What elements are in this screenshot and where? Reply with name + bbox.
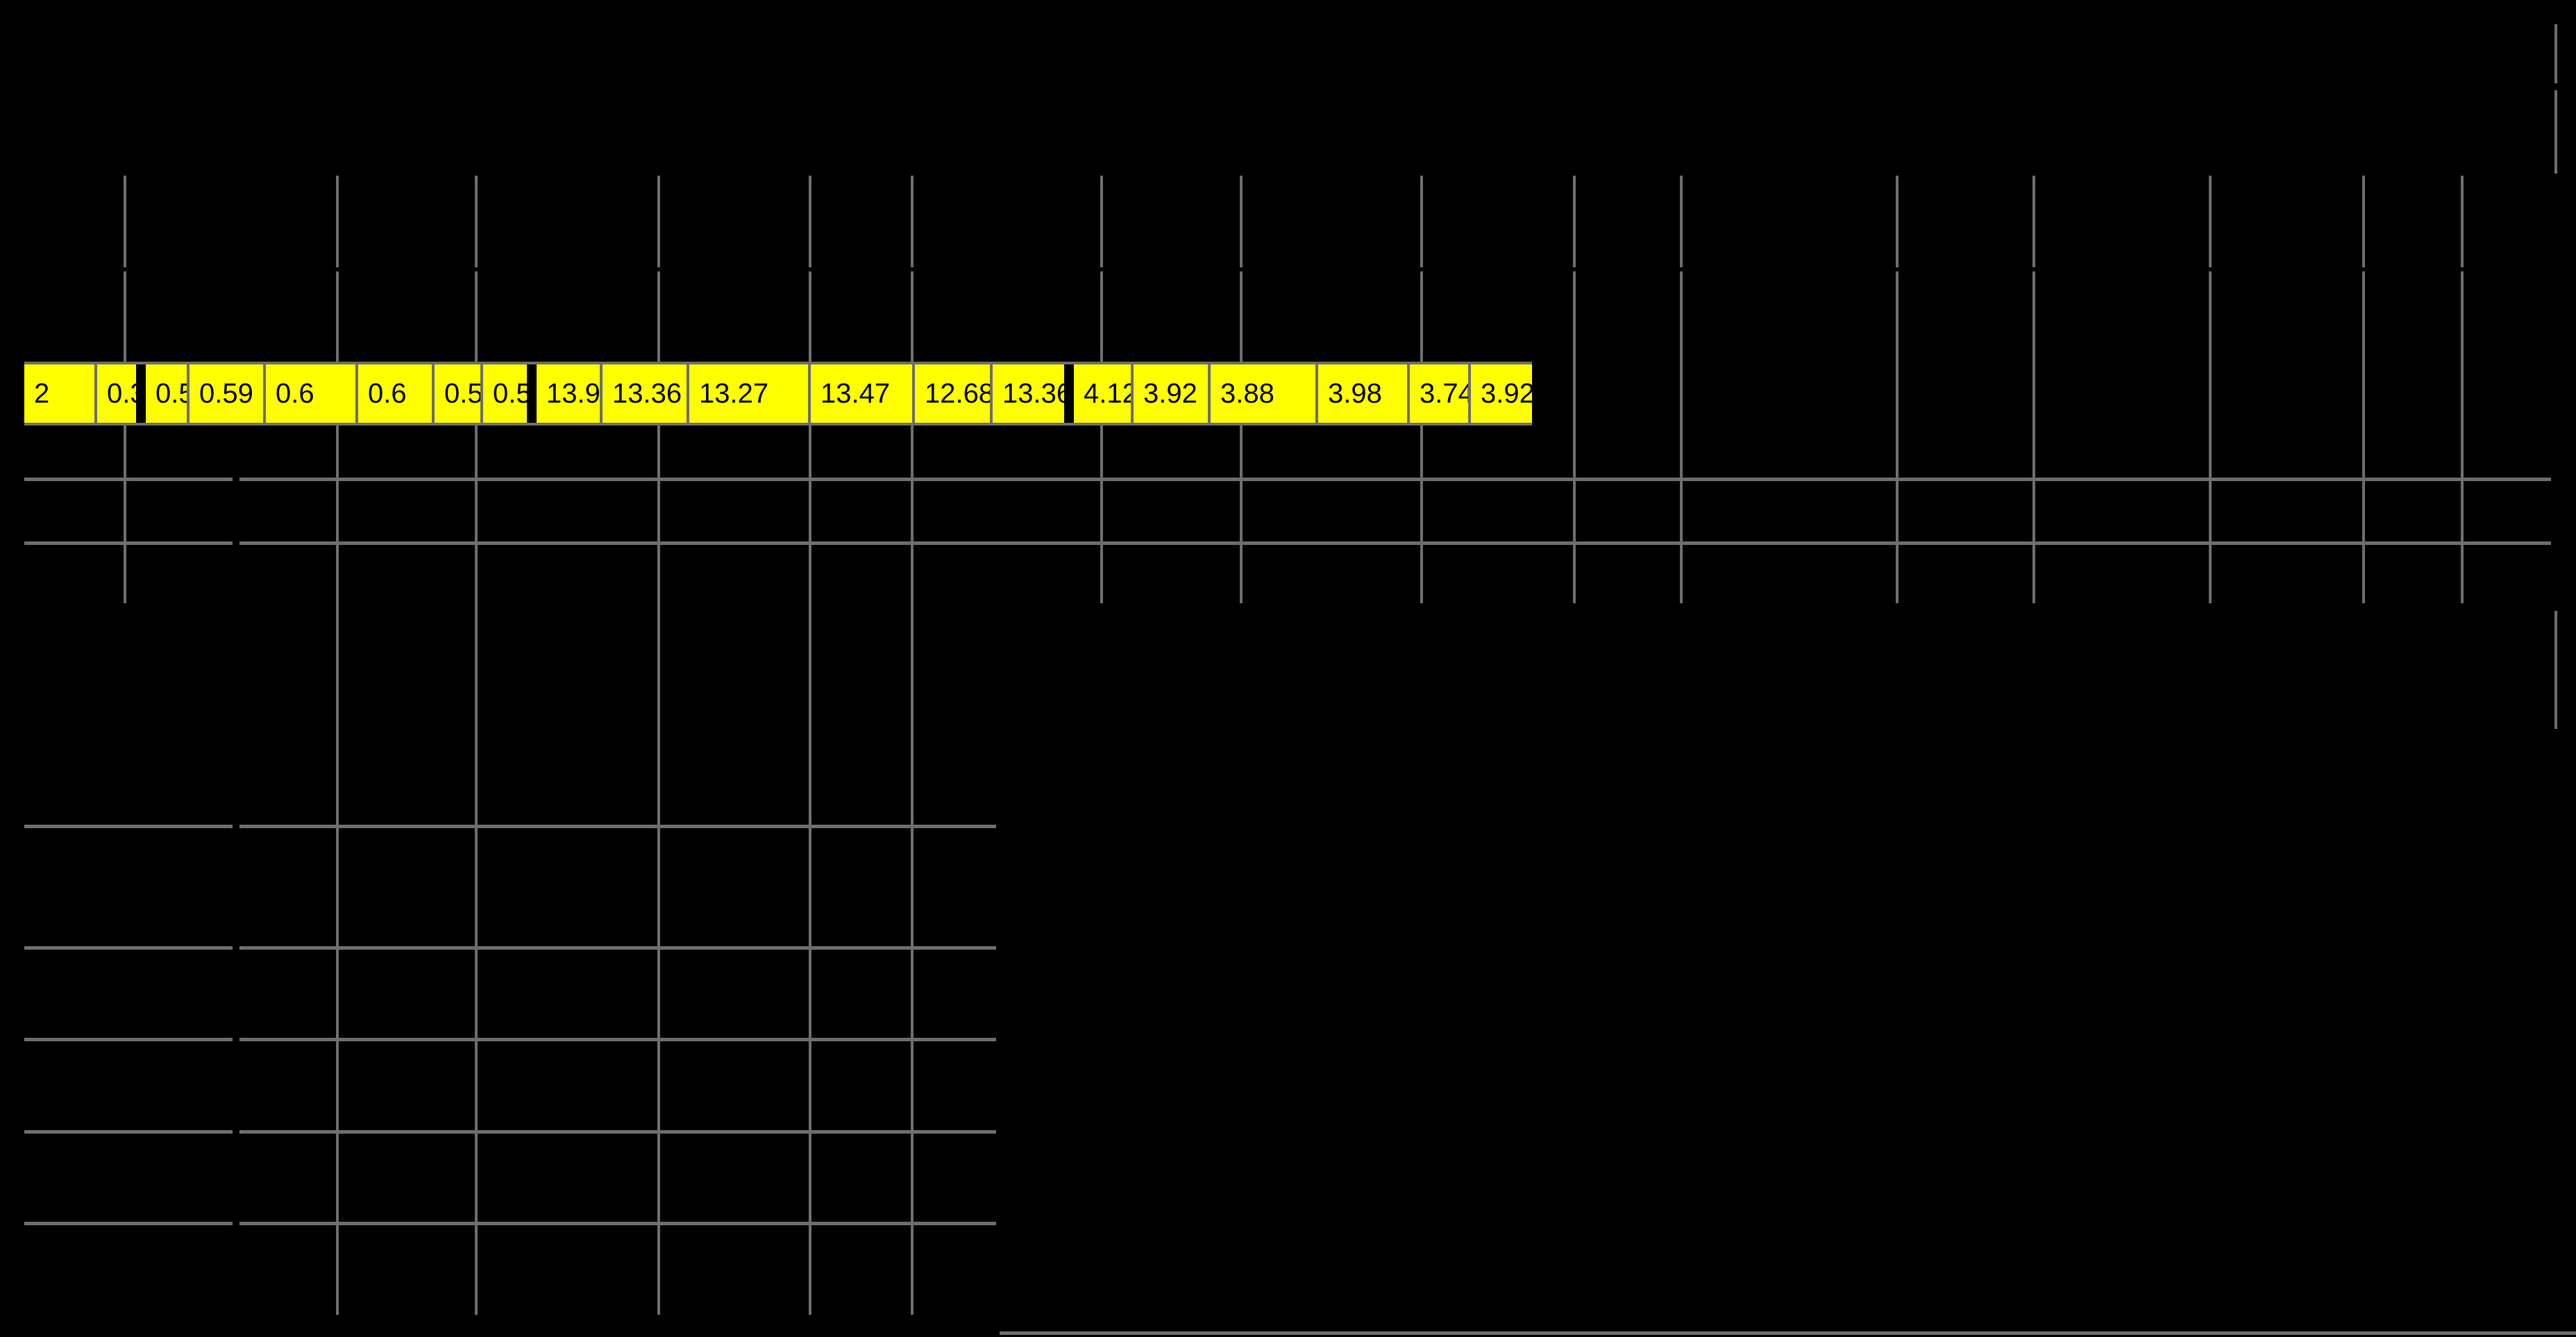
column-gridline (1100, 176, 1103, 267)
row-gridline (239, 1222, 996, 1225)
cell-value: 13.36 (1002, 378, 1069, 409)
data-cell[interactable]: 13.9 (532, 364, 603, 423)
column-gridline (1420, 271, 1423, 603)
column-gridline (2554, 24, 2557, 83)
row-gridline (24, 1222, 233, 1225)
cell-value: 0.59 (493, 378, 532, 409)
row-gridline (239, 541, 2551, 545)
data-cell[interactable]: 0.57 (435, 364, 483, 423)
data-cell[interactable]: 13.27 (689, 364, 811, 423)
data-cell[interactable]: 3.74 (1410, 364, 1471, 423)
row-gridline (24, 946, 233, 950)
column-gridline (2554, 611, 2557, 729)
row-gridline (24, 825, 233, 828)
highlighted-data-row[interactable]: 2 0.3 0.59 0.59 0.6 0.6 0.57 0.59 13.9 13.36 13.27… (24, 362, 1532, 426)
data-cell[interactable]: 0.6 (358, 364, 435, 423)
row-gridline (239, 1038, 996, 1041)
column-gridline (2362, 176, 2365, 267)
row-gridline (1000, 1331, 2576, 1335)
data-cell[interactable]: 3.98 (1318, 364, 1410, 423)
data-cell[interactable]: 4.12 (1069, 364, 1134, 423)
column-gridline (809, 176, 811, 267)
column-gridline (124, 176, 126, 267)
column-gridline (2554, 90, 2557, 174)
column-gridline (2362, 271, 2365, 603)
cell-value: 0.6 (368, 378, 407, 409)
cell-value: 13.27 (699, 378, 769, 409)
row-gridline (239, 946, 996, 950)
column-gridline (911, 271, 914, 1315)
column-gridline (1240, 271, 1243, 603)
cell-value: 3.92 (1481, 378, 1532, 409)
cell-value: 0.59 (155, 378, 187, 409)
data-cell[interactable]: 0.6 (266, 364, 358, 423)
column-gridline (1573, 176, 1576, 267)
data-cell[interactable]: 0.59 (483, 364, 532, 423)
column-gridline (124, 271, 126, 603)
row-gridline (239, 1130, 996, 1134)
column-gridline (657, 176, 660, 267)
row-gridline (24, 1038, 233, 1041)
cell-value: 3.98 (1328, 378, 1382, 409)
column-gridline (2209, 176, 2212, 267)
row-gridline (239, 478, 2551, 481)
cell-value: 2 (34, 378, 50, 409)
cell-value: 0.59 (199, 378, 253, 409)
data-cell[interactable]: 3.88 (1211, 364, 1318, 423)
data-cell[interactable]: 13.36 (603, 364, 689, 423)
column-gridline (2032, 271, 2035, 603)
row-gridline (24, 1130, 233, 1134)
column-gridline (1896, 176, 1899, 267)
column-gridline (1420, 176, 1423, 267)
cell-value: 0.6 (276, 378, 314, 409)
data-cell[interactable]: 2 (24, 364, 97, 423)
cell-value: 4.12 (1084, 378, 1134, 409)
cell-value: 13.36 (612, 378, 682, 409)
column-gridline (1573, 271, 1576, 603)
column-gridline (336, 176, 339, 267)
cell-value: 3.92 (1143, 378, 1197, 409)
data-cell[interactable]: 3.92 (1134, 364, 1211, 423)
column-gridline (657, 271, 660, 1315)
cell-value: 13.47 (820, 378, 891, 409)
data-cell[interactable]: 13.47 (811, 364, 915, 423)
cell-value: 3.88 (1220, 378, 1274, 409)
column-gridline (1680, 271, 1683, 603)
column-gridline (336, 271, 339, 1315)
column-gridline (1680, 176, 1683, 267)
data-cell[interactable]: 3.92 (1471, 364, 1532, 423)
column-gridline (2461, 176, 2464, 267)
row-gridline (24, 541, 233, 545)
column-gridline (475, 176, 478, 267)
column-gridline (1240, 176, 1243, 267)
data-cell[interactable]: 0.3 (97, 364, 141, 423)
column-gridline (2209, 271, 2212, 603)
cell-value: 3.74 (1420, 378, 1471, 409)
cell-value: 0.3 (107, 378, 136, 409)
cell-value: 12.68 (925, 378, 993, 409)
data-cell[interactable]: 0.59 (141, 364, 190, 423)
column-gridline (1100, 271, 1103, 603)
column-gridline (1896, 271, 1899, 603)
row-gridline (24, 478, 233, 481)
cell-value: 0.57 (444, 378, 483, 409)
column-gridline (911, 176, 914, 267)
column-gridline (475, 271, 478, 1315)
column-gridline (2032, 176, 2035, 267)
row-gridline (239, 825, 996, 828)
data-cell[interactable]: 12.68 (915, 364, 993, 423)
data-cell[interactable]: 13.36 (993, 364, 1069, 423)
column-gridline (809, 271, 811, 1315)
column-gridline (2461, 271, 2464, 603)
data-cell[interactable]: 0.59 (190, 364, 266, 423)
cell-value: 13.9 (546, 378, 600, 409)
